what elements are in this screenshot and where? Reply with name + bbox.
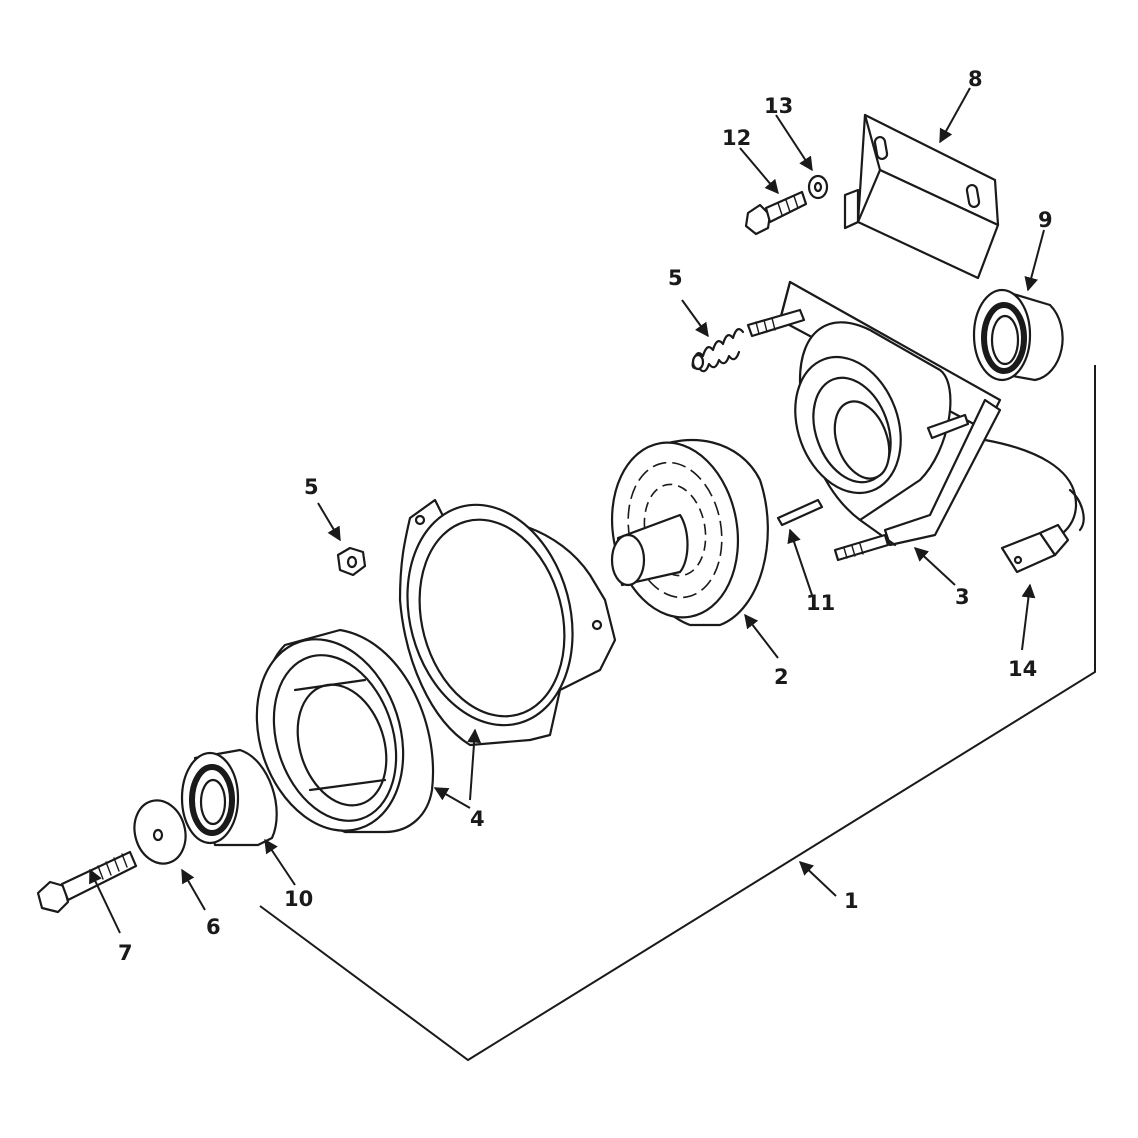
assembly-bracket: [259, 365, 1096, 1062]
callout-6: 6: [206, 915, 221, 939]
leader-arrows: [89, 87, 1045, 934]
callout-4-pulley: 4: [470, 807, 485, 831]
clutch-rotor: [610, 438, 769, 627]
coil-shell: [398, 498, 617, 747]
pulley: [255, 628, 435, 834]
coil-housing: [746, 280, 1078, 562]
callout-10: 10: [284, 887, 313, 911]
cap-screw-large: [36, 850, 138, 914]
callout-3: 3: [955, 585, 970, 609]
callout-5-spring: 5: [668, 266, 683, 290]
flat-washer: [133, 799, 187, 865]
callout-11: 11: [806, 591, 835, 615]
callout-5-nut: 5: [304, 475, 319, 499]
electrical-connector: [1000, 488, 1085, 574]
callout-13: 13: [764, 94, 793, 118]
callout-8: 8: [968, 67, 983, 91]
callout-labels: 1 2 3 4 4 5 5 6 7 8 9 10 11 12 13 14: [118, 67, 1053, 965]
callout-1: 1: [844, 889, 859, 913]
callout-9: 9: [1038, 208, 1053, 232]
lock-washer: [807, 174, 829, 200]
woodruff-key: [776, 498, 824, 527]
ball-bearing-right: [972, 288, 1064, 382]
callout-14: 14: [1008, 657, 1037, 681]
compression-spring: [691, 328, 745, 373]
hex-nut: [336, 546, 367, 577]
callout-2: 2: [774, 665, 789, 689]
bracket-plate: [843, 113, 1000, 280]
ball-bearing-left: [180, 748, 278, 847]
callout-7: 7: [118, 941, 133, 965]
cap-screw-small: [744, 190, 808, 236]
callout-12: 12: [722, 126, 751, 150]
